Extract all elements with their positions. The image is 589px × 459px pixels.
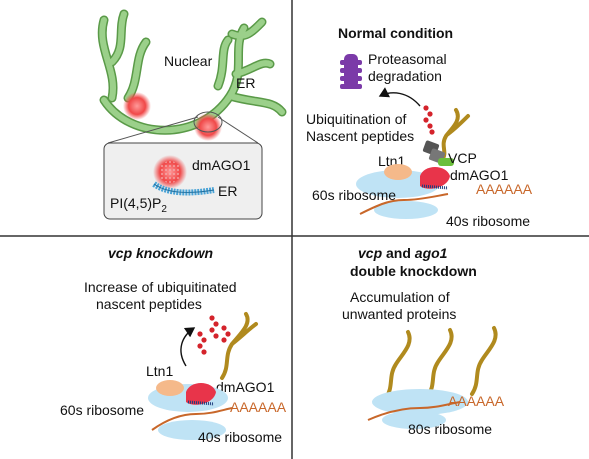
- ltn1-protein-bl: [156, 380, 184, 396]
- mrna-strand-br: [367, 401, 461, 421]
- ribosome60-label-bl: 60s ribosome: [60, 402, 144, 418]
- ribosome-80s: [372, 389, 468, 415]
- degradation-arrow: [378, 87, 421, 107]
- proteasomal-label-line1: Proteasomal: [368, 51, 447, 67]
- bl-caption-line2: nascent peptides: [96, 296, 202, 312]
- double-knockdown-title-line1: vcp and ago1: [358, 245, 448, 261]
- ribosome40-label-bl: 40s ribosome: [198, 429, 282, 445]
- panel-top-right: Normal condition Proteasomal degradation…: [306, 25, 533, 229]
- dmago1-protein-bl: [186, 383, 216, 405]
- zoom-line: [217, 116, 259, 144]
- panel-bottom-left: vcp knockdown Increase of ubiquitinated …: [60, 245, 287, 445]
- dmago1-granule: [194, 113, 222, 141]
- inset-dmago1-label: dmAGO1: [192, 157, 251, 173]
- ribosome80-label: 80s ribosome: [408, 421, 492, 437]
- nuclear-label: Nuclear: [164, 53, 213, 69]
- ribosome-60s: [356, 170, 440, 198]
- bl-caption-line1: Increase of ubiquitinated: [84, 279, 237, 295]
- ubiquitination-label-line2: Nascent peptides: [306, 128, 414, 144]
- inset-box: dmAGO1 PI(4,5)P2 ER: [103, 142, 263, 220]
- panel-bottom-right: vcp and ago1 double knockdown Accumulati…: [342, 245, 505, 437]
- dmago1-granule: [123, 92, 151, 120]
- ltn1-protein: [384, 164, 412, 180]
- ribosome40-label-top: 40s ribosome: [446, 213, 530, 229]
- panel-top-left: Nuclear ER dmAGO1 PI(4,5)P2 ER: [97, 9, 287, 220]
- zoom-line: [107, 116, 199, 144]
- unwanted-peptides: [384, 326, 498, 400]
- proteasome-icon: [340, 54, 362, 89]
- polya-label-top: AAAAAA: [476, 181, 533, 197]
- dmago1-label-top: dmAGO1: [450, 167, 509, 183]
- ubiquitin-chain: [423, 105, 435, 135]
- ribosome-40s: [374, 201, 438, 219]
- br-caption-line1: Accumulation of: [350, 289, 450, 305]
- vcp-icon: [422, 140, 454, 166]
- inset-er-label: ER: [218, 183, 237, 199]
- polya-label-bl: AAAAAA: [230, 399, 287, 415]
- bl-peptide: [220, 312, 250, 380]
- normal-condition-title: Normal condition: [338, 25, 453, 41]
- proteasomal-label-line2: degradation: [368, 68, 442, 84]
- bl-arrow: [180, 327, 196, 367]
- ltn1-label-bl: Ltn1: [146, 363, 173, 379]
- dmago1-label-bl: dmAGO1: [216, 379, 275, 395]
- dmago1-protein: [420, 167, 450, 189]
- br-caption-line2: unwanted proteins: [342, 306, 456, 322]
- ubiquitin-chains: [197, 315, 231, 355]
- mrna-strand: [359, 193, 449, 215]
- er-membrane-fill: [99, 11, 285, 134]
- zoom-circle: [193, 111, 223, 133]
- er-label: ER: [236, 75, 255, 91]
- ribosome60-label-top: 60s ribosome: [312, 187, 396, 203]
- inset-pip2-label: PI(4,5)P2: [110, 195, 167, 215]
- ribosome-80s-small: [382, 411, 446, 429]
- mrna-strand-bl: [151, 407, 233, 431]
- polya-label-br: AAAAAA: [448, 393, 505, 409]
- double-knockdown-title-line2: double knockdown: [350, 263, 477, 279]
- vcp-label: VCP: [448, 150, 477, 166]
- ubiquitination-label-line1: Ubiquitination of: [306, 111, 407, 127]
- vcp-knockdown-title: vcp knockdown: [108, 245, 213, 261]
- ribosome-40s-bl: [158, 420, 226, 440]
